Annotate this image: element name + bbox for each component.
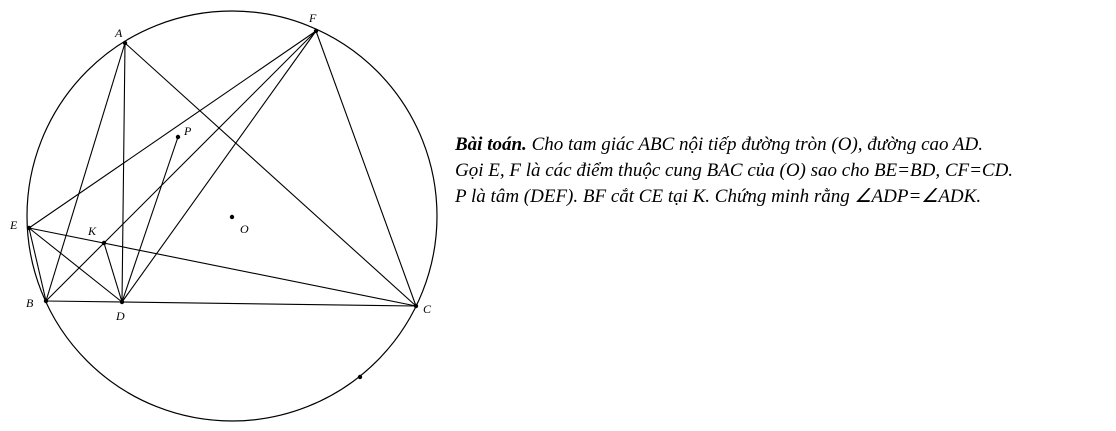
segment-fc: [315, 30, 417, 307]
label-e: E: [9, 218, 18, 232]
point-a: [122, 40, 128, 46]
point-c: [413, 303, 419, 309]
label-o: O: [240, 222, 249, 236]
segment-ec: [28, 227, 417, 307]
segment-eb: [28, 227, 47, 302]
label-p: P: [183, 124, 192, 138]
problem-title: Bài toán.: [455, 134, 527, 155]
problem-line-3: P là tâm (DEF). BF cắt CE tại K. Chứng m…: [455, 186, 982, 207]
segment-ac: [124, 42, 417, 307]
segment-bc: [45, 300, 417, 307]
point-d: [119, 299, 125, 305]
circumcircle: [26, 10, 438, 422]
label-d: D: [115, 309, 125, 323]
segment-dp: [121, 136, 179, 303]
point-b: [43, 298, 49, 304]
label-k: K: [87, 224, 97, 238]
problem-statement: Bài toán. Cho tam giác ABC nội tiếp đườn…: [455, 132, 1105, 210]
segment-fb: [45, 30, 317, 302]
label-b: B: [26, 296, 34, 310]
segment-ad: [121, 42, 126, 303]
segment-dk: [103, 242, 123, 303]
point-f: [313, 28, 319, 34]
segment-ab: [45, 42, 126, 302]
point-o: [229, 214, 235, 220]
label-c: C: [423, 302, 432, 316]
point-unlabeled: [357, 374, 363, 380]
segment-fe: [28, 30, 317, 229]
segment-ed: [28, 227, 123, 303]
point-e: [26, 225, 32, 231]
segment-fd: [121, 30, 317, 303]
label-f: F: [308, 11, 317, 25]
problem-text-1: Cho tam giác ABC nội tiếp đường tròn (O)…: [526, 134, 983, 155]
label-a: A: [114, 26, 123, 40]
point-p: [175, 134, 181, 140]
problem-line-2: Gọi E, F là các điểm thuộc cung BAC của …: [455, 160, 1014, 181]
point-k: [101, 240, 107, 246]
problem-line-1: Bài toán. Cho tam giác ABC nội tiếp đườn…: [455, 132, 1105, 158]
